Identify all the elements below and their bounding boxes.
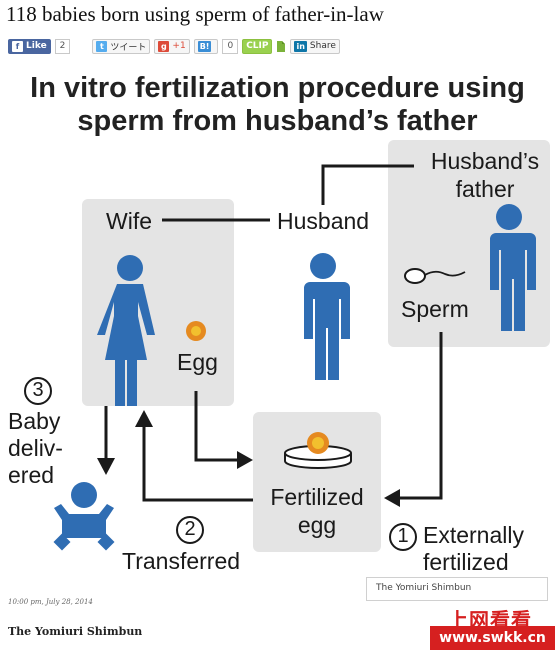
sperm-arrowhead (384, 489, 400, 507)
husbands-father-label-line-2: father (455, 176, 515, 202)
husbands-father-label-line-1: Husband’s (430, 148, 540, 174)
egg-to-fertilized-arrow (194, 391, 238, 462)
husband-father-connector (321, 164, 414, 205)
externally-fertilized-label-line-2: fertilized (423, 549, 509, 575)
facebook-like-button[interactable]: f Like (8, 38, 51, 54)
fertilized-egg-label-line-2: egg (297, 512, 337, 538)
husbands-father-figure (488, 204, 536, 331)
wife-figure (97, 255, 155, 406)
infographic-title-line-2: sperm from husband’s father (77, 105, 478, 137)
step-1-badge: 1 (389, 523, 417, 551)
step-3-badge: 3 (24, 377, 52, 405)
infographic-diagram (53, 164, 536, 551)
infographic-title-line-1: In vitro fertilization procedure using (30, 72, 525, 104)
twitter-bird-icon: t (96, 40, 108, 52)
google-plus-label: +1 (172, 41, 186, 51)
egg-label: Egg (177, 349, 218, 375)
hatena-bookmark-button[interactable]: B! (193, 38, 219, 54)
facebook-like-label: Like (26, 41, 47, 51)
transfer-arrowhead (135, 410, 153, 427)
sperm-label: Sperm (401, 296, 469, 322)
externally-fertilized-label-line-1: Externally (423, 522, 524, 548)
baby-figure (53, 482, 115, 551)
clip-button[interactable]: CLIP (242, 38, 273, 54)
step-2-badge: 2 (176, 516, 204, 544)
petri-dish-icon (284, 432, 352, 469)
husband-label: Husband (277, 208, 370, 234)
sperm-to-egg-arrow (398, 332, 443, 500)
facebook-like-count: 2 (54, 38, 71, 54)
article-headline: 118 babies born using sperm of father-in… (6, 2, 384, 26)
linkedin-share-label: Share (309, 41, 336, 51)
site-watermark-url: www.swkk.cn (430, 626, 555, 650)
baby-delivered-label-line-1: Baby (8, 408, 61, 434)
twitter-tweet-button[interactable]: t ツイート (92, 38, 151, 54)
husband-figure (302, 253, 350, 380)
image-credit: The Yomiuri Shimbun (366, 577, 548, 601)
facebook-icon: f (12, 40, 23, 52)
baby-delivered-label-line-2: deliv- (8, 435, 63, 461)
fertilized-egg-label-line-1: Fertilized (270, 484, 364, 510)
egg-icon (186, 321, 206, 341)
ivf-infographic: In vitro fertilization procedure using s… (0, 68, 555, 600)
hatena-bookmark-count: 0 (222, 38, 239, 54)
twitter-tweet-label: ツイート (110, 42, 147, 53)
sperm-icon (404, 268, 466, 284)
hatena-bookmark-icon: B! (197, 40, 212, 52)
wife-panel (82, 199, 234, 406)
google-plus-icon: g (158, 40, 170, 52)
baby-delivered-label-line-3: ered (8, 462, 55, 488)
transferred-label: Transferred (122, 548, 241, 574)
transfer-arrow (142, 426, 253, 502)
egg-arrowhead (237, 451, 253, 469)
linkedin-share-button[interactable]: in Share (290, 38, 340, 54)
article-timestamp: 10:00 pm, July 28, 2014 (8, 598, 93, 606)
delivery-arrowhead (97, 458, 115, 475)
share-bar: f Like 2 t ツイート g +1 B! 0 CLIP in Share (8, 38, 344, 54)
evernote-icon[interactable] (274, 40, 286, 53)
google-plus-button[interactable]: g +1 (154, 38, 190, 54)
article-source: The Yomiuri Shimbun (8, 625, 143, 638)
linkedin-icon: in (294, 40, 307, 52)
wife-label: Wife (106, 208, 152, 234)
